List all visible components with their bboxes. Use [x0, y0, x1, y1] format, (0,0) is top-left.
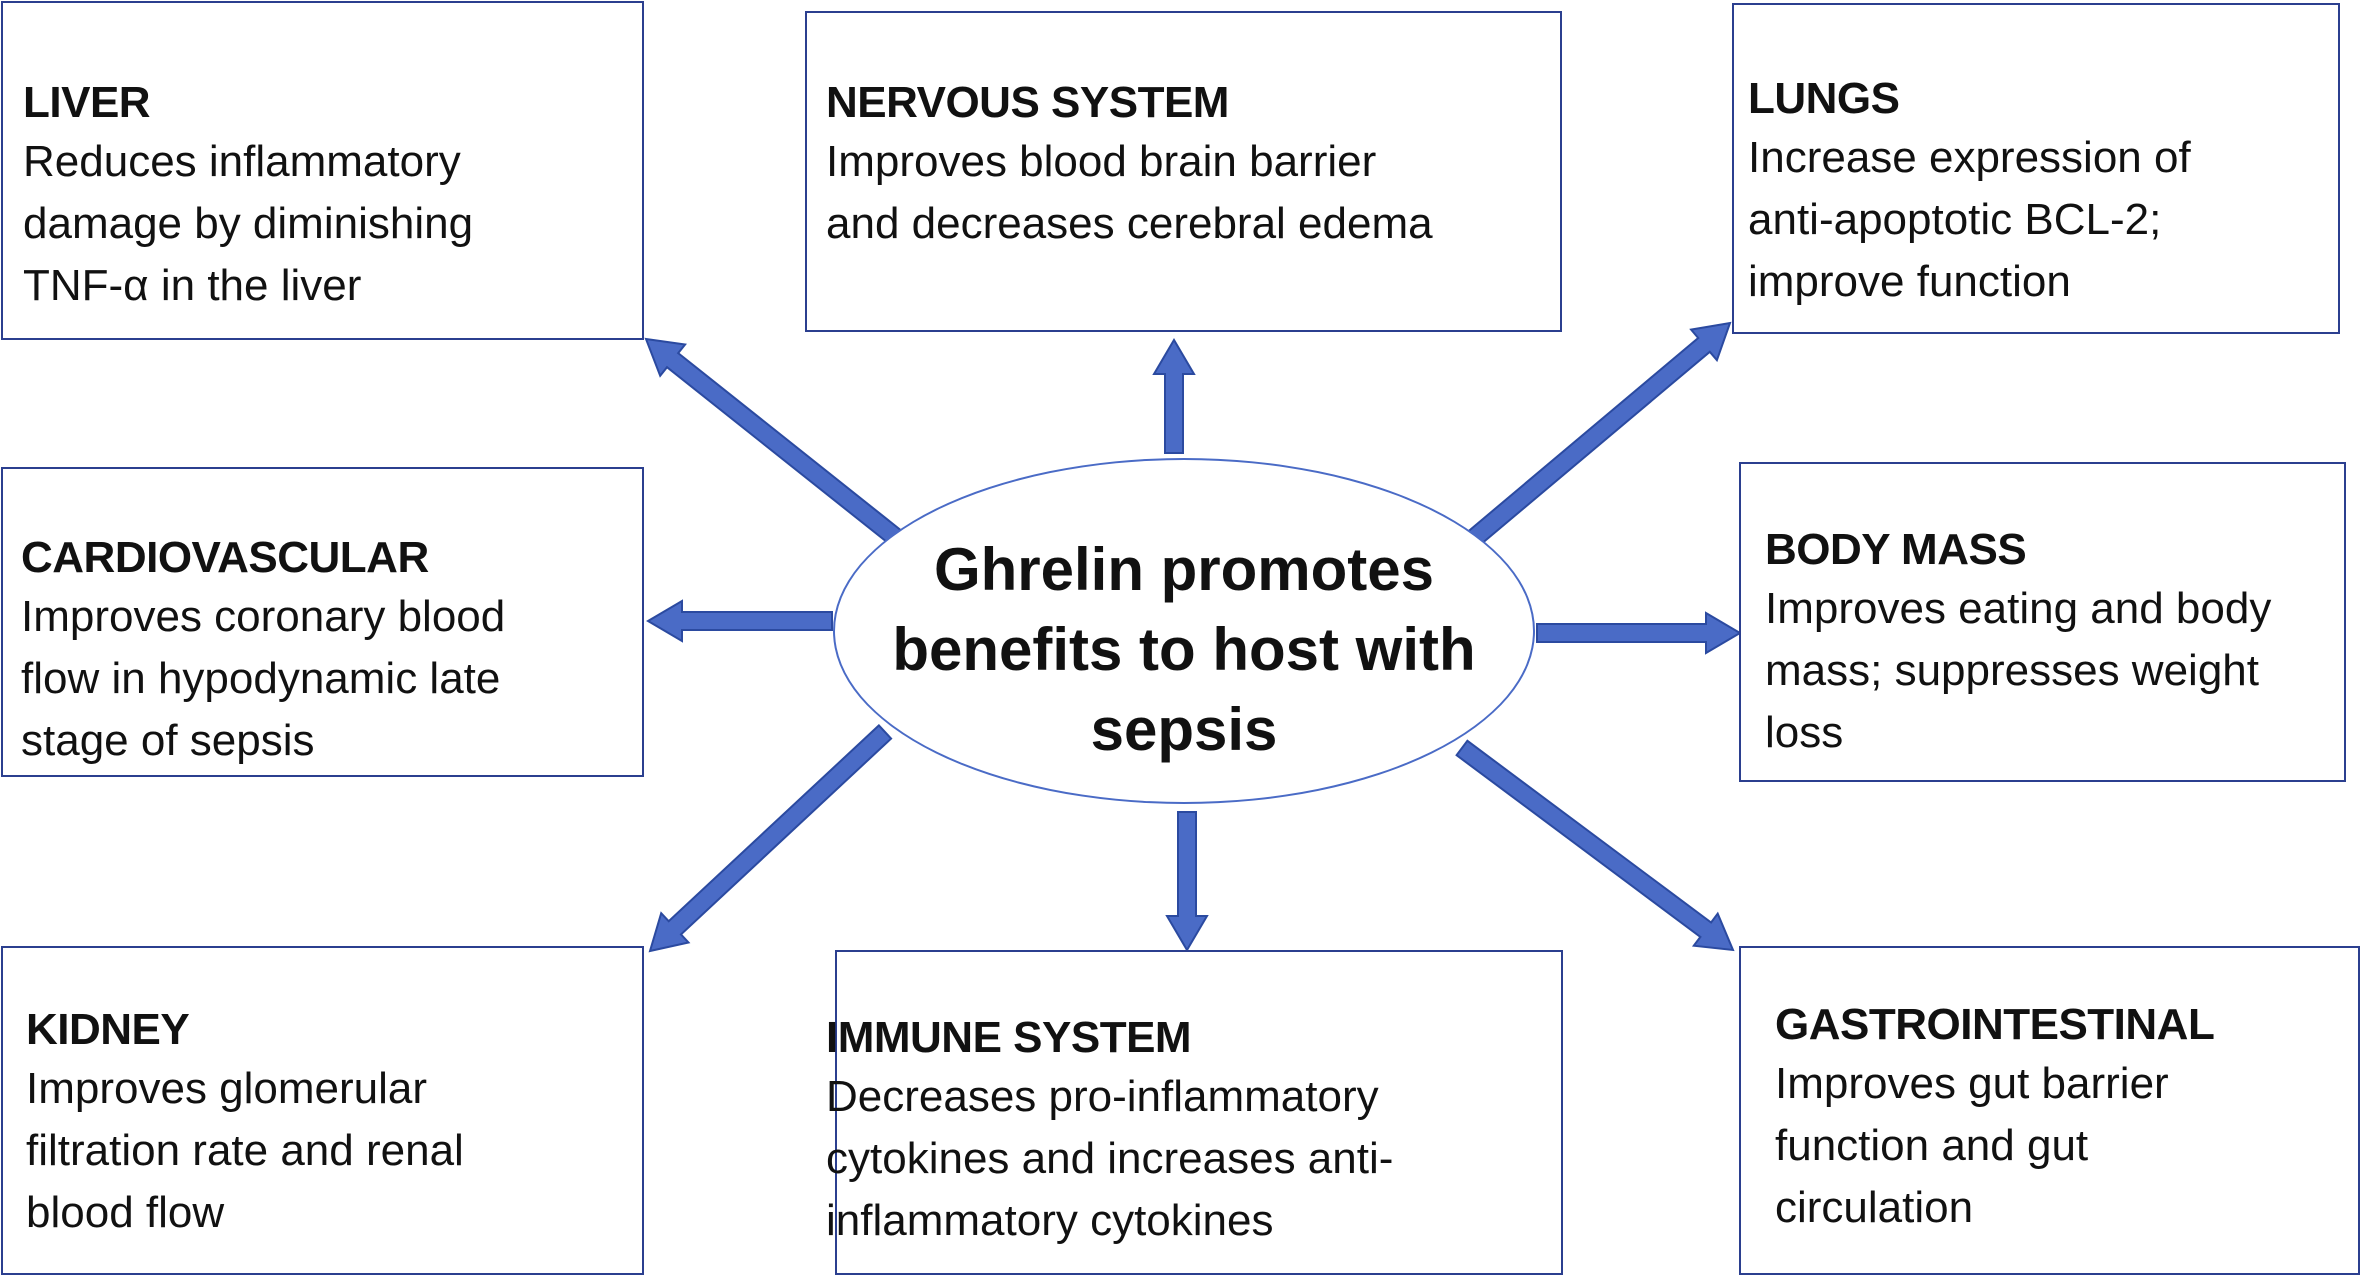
- arrow-to-kidney: [648, 723, 893, 953]
- immune-system-line-2: cytokines and increases anti-: [826, 1134, 1394, 1183]
- center-line-2: benefits to host with: [892, 616, 1476, 683]
- lungs-line-1: Increase expression of: [1748, 133, 2191, 182]
- liver-line-2: damage by diminishing: [23, 199, 474, 248]
- arrow-to-cardiovascular: [646, 599, 833, 643]
- body-mass-line-2: mass; suppresses weight: [1765, 646, 2259, 695]
- lungs-line-3: improve function: [1748, 257, 2071, 306]
- lungs-line-2: anti-apoptotic BCL-2;: [1748, 195, 2162, 244]
- immune-system-line-1: Decreases pro-inflammatory: [826, 1072, 1379, 1121]
- nervous-system-title: NERVOUS SYSTEM: [826, 78, 1229, 127]
- kidney-line-2: filtration rate and renal: [26, 1126, 464, 1175]
- nervous-system-description: Improves blood brain barrier and decreas…: [826, 131, 1433, 255]
- center-line-3: sepsis: [1090, 696, 1278, 763]
- immune-system-line-3: inflammatory cytokines: [826, 1196, 1274, 1245]
- center-line-1: Ghrelin promotes: [933, 536, 1435, 603]
- gastrointestinal-title: GASTROINTESTINAL: [1775, 1000, 2215, 1049]
- body-mass-line-1: Improves eating and body: [1765, 584, 2272, 633]
- arrow-to-immune-system: [1165, 811, 1209, 952]
- body-mass-line-3: loss: [1765, 708, 1844, 757]
- center-ellipse: Ghrelin promotes benefits to host with s…: [833, 458, 1535, 804]
- cardiovascular-line-2: flow in hypodynamic late: [21, 654, 501, 703]
- cardiovascular-title: CARDIOVASCULAR: [21, 533, 429, 582]
- immune-system-box: IMMUNE SYSTEM Decreases pro-inflammatory…: [826, 950, 1563, 1275]
- kidney-line-1: Improves glomerular: [26, 1064, 428, 1113]
- kidney-line-3: blood flow: [26, 1188, 225, 1237]
- liver-line-3: TNF-α in the liver: [23, 261, 362, 310]
- lungs-title: LUNGS: [1748, 74, 1900, 123]
- cardiovascular-line-3: stage of sepsis: [21, 716, 315, 765]
- gastrointestinal-line-2: function and gut: [1775, 1121, 2089, 1170]
- lungs-description: Increase expression of anti-apoptotic BC…: [1748, 127, 2191, 313]
- kidney-description: Improves glomerular filtration rate and …: [26, 1058, 464, 1244]
- lungs-box: LUNGS Increase expression of anti-apopto…: [1732, 3, 2340, 334]
- arrow-to-gastrointestinal: [1455, 739, 1735, 952]
- body-mass-box: BODY MASS Improves eating and body mass;…: [1739, 462, 2346, 782]
- liver-title: LIVER: [23, 78, 151, 127]
- arrow-to-nervous-system: [1152, 338, 1196, 454]
- immune-system-title: IMMUNE SYSTEM: [826, 1013, 1192, 1062]
- kidney-box: KIDNEY Improves glomerular filtration ra…: [1, 946, 644, 1275]
- arrow-to-liver: [644, 337, 903, 546]
- liver-line-1: Reduces inflammatory: [23, 137, 461, 186]
- nervous-system-line-2: and decreases cerebral edema: [826, 199, 1433, 248]
- gastrointestinal-line-3: circulation: [1775, 1183, 1974, 1232]
- nervous-system-line-1: Improves blood brain barrier: [826, 137, 1377, 186]
- center-text: Ghrelin promotes benefits to host with s…: [835, 530, 1533, 770]
- cardiovascular-description: Improves coronary blood flow in hypodyna…: [21, 586, 505, 772]
- immune-system-description: Decreases pro-inflammatory cytokines and…: [826, 1066, 1393, 1252]
- body-mass-description: Improves eating and body mass; suppresse…: [1765, 578, 2271, 764]
- gastrointestinal-box: GASTROINTESTINAL Improves gut barrier fu…: [1739, 946, 2360, 1275]
- arrow-to-body-mass: [1536, 611, 1742, 655]
- cardiovascular-box: CARDIOVASCULAR Improves coronary blood f…: [1, 467, 644, 777]
- liver-description: Reduces inflammatory damage by diminishi…: [23, 131, 473, 317]
- gastrointestinal-description: Improves gut barrier function and gut ci…: [1775, 1053, 2169, 1239]
- liver-box: LIVER Reduces inflammatory damage by dim…: [1, 1, 644, 340]
- cardiovascular-line-1: Improves coronary blood: [21, 592, 506, 641]
- nervous-system-box: NERVOUS SYSTEM Improves blood brain barr…: [805, 11, 1562, 332]
- arrow-to-lungs: [1464, 321, 1732, 549]
- gastrointestinal-line-1: Improves gut barrier: [1775, 1059, 2169, 1108]
- body-mass-title: BODY MASS: [1765, 525, 2027, 574]
- kidney-title: KIDNEY: [26, 1005, 190, 1054]
